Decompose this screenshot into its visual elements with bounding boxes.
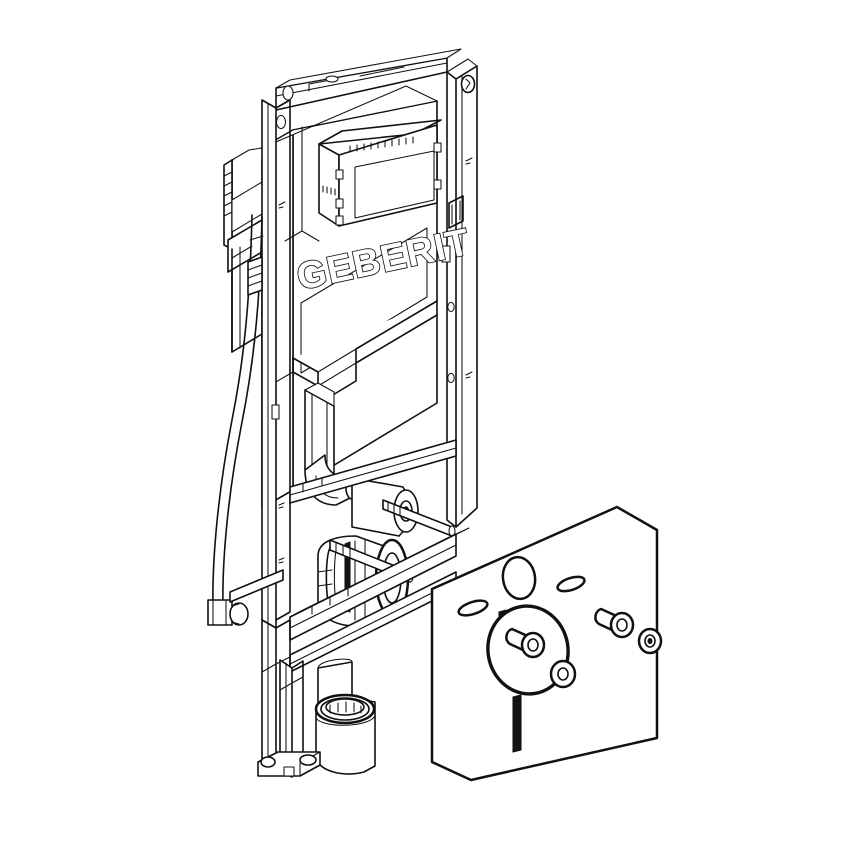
insulation-mat bbox=[430, 505, 659, 782]
screw-set bbox=[594, 607, 663, 655]
mat-slot-right bbox=[556, 575, 586, 593]
inspection-opening bbox=[284, 119, 442, 242]
foot-plate bbox=[257, 751, 321, 777]
supply-hose bbox=[212, 214, 264, 608]
frame-upright-left bbox=[261, 99, 291, 629]
mat-vertical-slot bbox=[512, 694, 522, 753]
drain-socket bbox=[314, 658, 376, 775]
frame-bottom-rail bbox=[289, 527, 470, 673]
mat-oval-cutout bbox=[501, 555, 537, 601]
mat-slot-left bbox=[457, 599, 489, 617]
frame-upright-right bbox=[441, 58, 478, 528]
frame-top-rail bbox=[275, 48, 462, 111]
telescopic-leg-left bbox=[261, 619, 291, 769]
frame-middle-rail bbox=[289, 439, 457, 504]
fill-valve-housing bbox=[223, 147, 263, 353]
angle-stop-valve bbox=[207, 569, 284, 626]
